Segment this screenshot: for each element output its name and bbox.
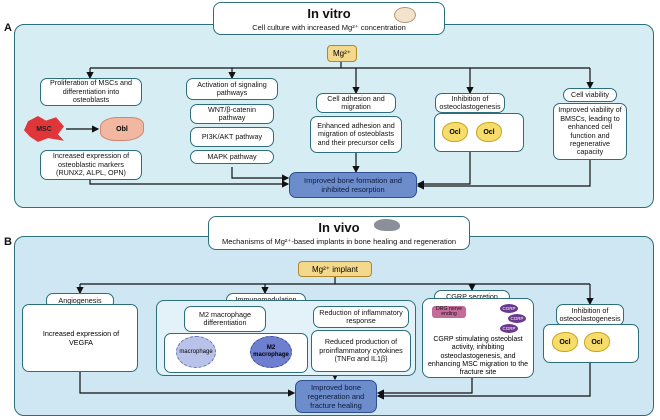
adhesion-title: Cell adhesion and migration	[316, 93, 396, 113]
cgrp-molecule-2: CGRP	[508, 314, 526, 323]
inflammation-detail: Reduced production of proinflammatory cy…	[311, 330, 411, 372]
signaling-title: Activation of signaling pathways	[186, 78, 278, 100]
drg-nerve-label: DRG nerve ending	[432, 306, 466, 318]
mouse-icon	[374, 219, 400, 231]
panel-a-letter: A	[4, 22, 12, 34]
panel-b-letter: B	[4, 236, 12, 248]
in-vitro-outcome: Improved bone formation and inhibited re…	[289, 172, 417, 198]
in-vitro-header: In vitro Cell culture with increased Mg²…	[213, 2, 445, 35]
ocl-cell-b1: Ocl	[552, 332, 578, 352]
mapk-pathway: MAPK pathway	[190, 150, 274, 164]
m2-differentiation-title: M2 macrophage differentiation	[184, 306, 266, 332]
osteoclast-inhibition-title: Inhibition of osteoclastogenesis	[435, 93, 505, 113]
osteoblastic-markers: Increased expression of osteoblastic mar…	[40, 150, 142, 180]
pi3k-pathway: PI3K/AKT pathway	[190, 127, 274, 147]
in-vitro-subtitle: Cell culture with increased Mg²⁺ concent…	[252, 23, 406, 32]
in-vitro-title: In vitro	[307, 6, 351, 21]
viability-title: Cell viability	[563, 88, 617, 102]
in-vivo-outcome: Improved bone regeneration and fracture …	[295, 380, 377, 413]
m2-macrophage-cell: M2 macrophage	[250, 336, 292, 368]
in-vivo-header: In vivo Mechanisms of Mg²⁺-based implant…	[208, 216, 470, 250]
petri-dish-icon	[394, 7, 416, 23]
wnt-pathway: WNT/β-catenin pathway	[190, 104, 274, 124]
in-vivo-title: In vivo	[318, 220, 360, 235]
angiogenesis-detail: Increased expression of VEGFA	[42, 329, 120, 347]
mg-ion-box: Mg²⁺	[327, 45, 357, 62]
osteoclast-inhibition-title-b: Inhibition of osteoclastogenesis	[556, 304, 624, 326]
cgrp-molecule-1: CGRP	[500, 304, 518, 313]
mg-implant-box: Mg²⁺ implant	[298, 261, 372, 277]
ocl-cell-b2: Ocl	[584, 332, 610, 352]
in-vivo-subtitle: Mechanisms of Mg²⁺-based implants in bon…	[221, 237, 457, 246]
ocl-cell-a2: Ocl	[476, 122, 502, 142]
viability-detail: Improved viability of BMSCs, leading to …	[553, 103, 627, 160]
cgrp-detail: CGRP stimulating osteoblast activity, in…	[428, 336, 528, 376]
angiogenesis-box	[22, 304, 138, 372]
inflammation-title: Reduction of inflammatory response	[313, 306, 409, 328]
ocl-cell-a1: Ocl	[442, 122, 468, 142]
obl-cell: Obl	[100, 117, 144, 141]
cgrp-molecule-3: CGRP	[500, 324, 518, 333]
proliferation-title: Proliferation of MSCs and differentiatio…	[40, 78, 142, 106]
adhesion-detail: Enhanced adhesion and migration of osteo…	[310, 116, 402, 153]
macrophage-cell: macrophage	[176, 336, 216, 368]
